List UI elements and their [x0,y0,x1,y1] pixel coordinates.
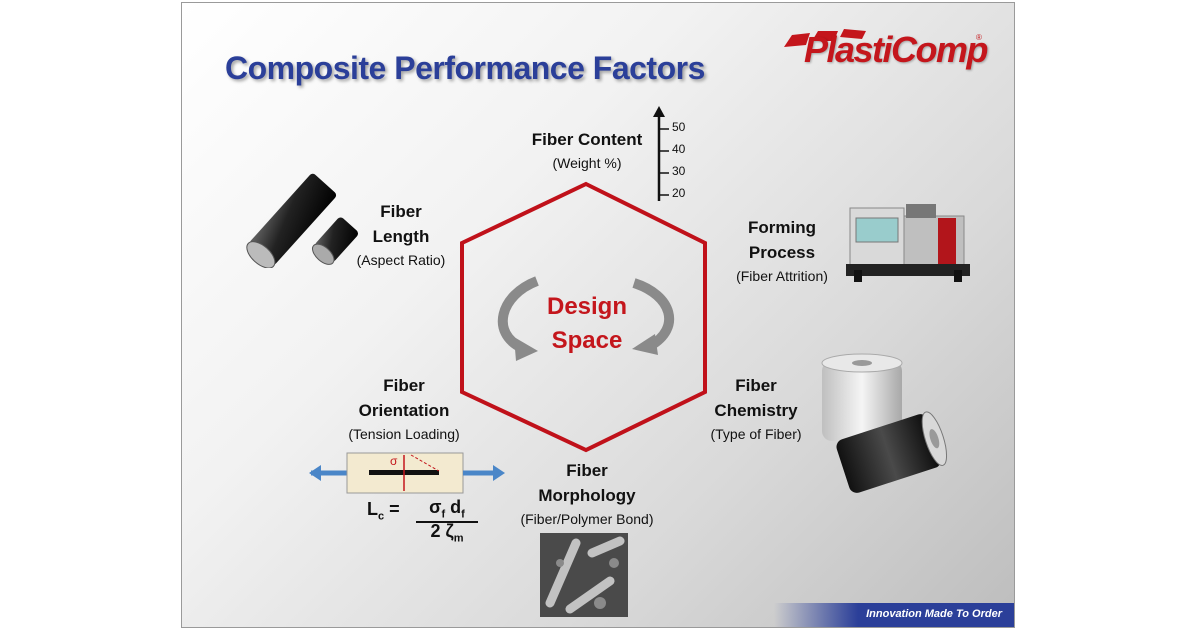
factor-subtitle: (Fiber/Polymer Bond) [520,511,654,527]
factor-title: Length [372,227,430,246]
footer-tagline: Innovation Made To Order [866,608,1002,620]
molding-machine-image [846,204,970,282]
factor-fiber-chemistry: Fiber Chemistry (Type of Fiber) [702,373,810,445]
formula-sub: f [441,508,446,521]
scale-tick: 20 [672,186,686,200]
factor-title: Process [748,243,816,262]
factor-subtitle: (Weight %) [552,155,622,171]
formula-sub: f [461,508,465,521]
page-title: Composite Performance Factors [225,50,705,86]
factor-subtitle: (Type of Fiber) [710,426,802,442]
factor-title: Fiber [566,461,608,480]
critical-length-formula: Lc = [367,499,400,523]
formula-lhs-sub: c [378,510,385,523]
factor-fiber-content: Fiber Content (Weight %) [512,127,662,174]
factor-fiber-length: Fiber Length (Aspect Ratio) [342,199,460,271]
design-hexagon [460,106,707,453]
formula-den: 2 ζ [430,521,454,541]
formula-equals: = [389,499,400,519]
factor-title: Orientation [358,401,450,420]
factor-title: Fiber [380,202,422,221]
tension-diagram [309,452,505,494]
scale-tick: 40 [672,142,686,156]
factor-subtitle: (Aspect Ratio) [356,252,446,268]
factor-fiber-morphology: Fiber Morphology (Fiber/Polymer Bond) [497,458,677,530]
factor-title: Fiber Content [531,130,643,149]
design-label-line1: Design [546,293,627,320]
hexagon-outline [460,181,707,453]
arrow-right-icon [493,465,505,481]
logo-reg-mark: ® [976,33,982,42]
arrow-left-icon [309,465,321,481]
formula-numerator: σf df [416,497,478,523]
formula-lhs: L [367,499,378,519]
slide: Composite Performance Factors PlastiComp… [181,2,1015,628]
cycle-arrow-left-icon [497,276,540,353]
scale-tick: 30 [672,164,686,178]
logo: PlastiComp [804,29,989,70]
factor-fiber-orientation: Fiber Orientation (Tension Loading) [327,373,481,445]
factor-subtitle: (Tension Loading) [348,426,460,442]
logo-swoosh-icon [784,29,866,47]
formula-d: d [450,497,462,517]
formula-sigma: σ [429,497,442,517]
factor-forming-process: Forming Process (Fiber Attrition) [707,215,857,287]
cycle-arrow-right-icon [632,278,674,351]
factor-title: Forming [748,218,816,237]
factor-subtitle: (Fiber Attrition) [736,268,828,284]
design-label-line2: Space [551,327,623,354]
stress-symbol: σ [390,454,398,468]
factor-title: Chemistry [714,401,798,420]
scale-tick: 50 [672,120,686,134]
factor-title: Fiber [735,376,777,395]
fiber-spools-image [821,353,948,493]
formula-denominator: 2 ζm [416,521,478,545]
fiber-rods-image [246,173,359,268]
sem-micrograph-image [540,533,628,617]
footer-bar: Innovation Made To Order [774,603,1014,627]
formula-sub: m [453,532,464,545]
factor-title: Fiber [383,376,425,395]
factor-title: Morphology [538,486,636,505]
design-space-label: Design Space [522,290,652,358]
